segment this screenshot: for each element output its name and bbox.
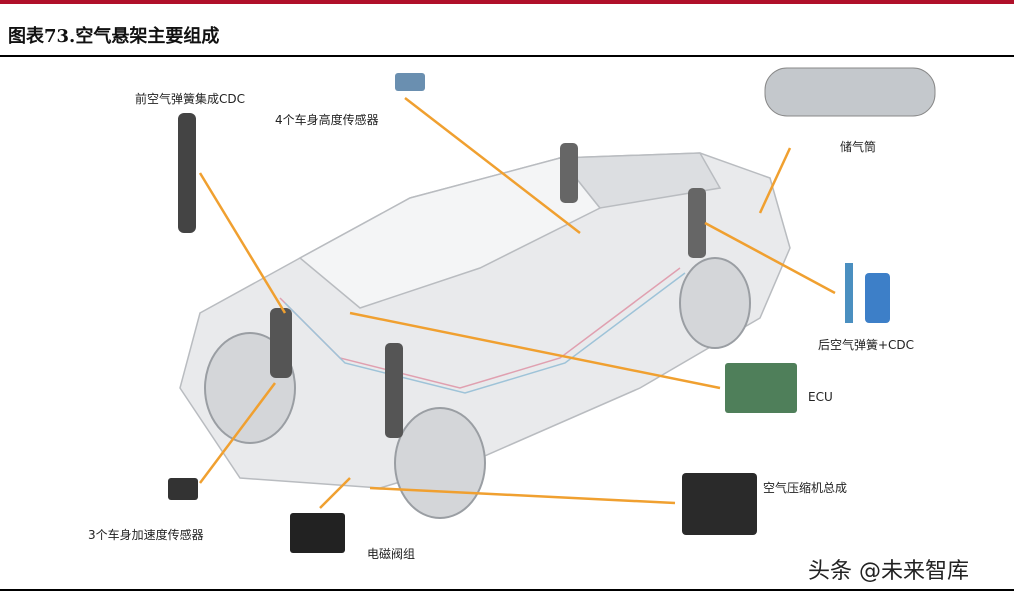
figure-title: 图表73.空气悬架主要组成 xyxy=(8,26,220,47)
label-valve-block: 电磁阀组 xyxy=(367,547,416,561)
car-body xyxy=(179,152,791,489)
air-lines xyxy=(279,267,686,394)
label-height-sensor: 4个车身高度传感器 xyxy=(275,113,379,127)
label-compressor: 空气压缩机总成 xyxy=(763,481,848,495)
title-divider xyxy=(0,55,1014,57)
watermark: 头条 @未来智库 xyxy=(808,559,969,584)
bottom-divider xyxy=(0,589,1014,591)
label-accel-sensor: 3个车身加速度传感器 xyxy=(88,528,204,542)
air-suspension-car-illustration xyxy=(168,67,936,553)
leader-lines xyxy=(198,97,836,509)
header-accent-bar xyxy=(0,0,1014,4)
component-images xyxy=(168,67,936,553)
label-air-reservoir: 储气筒 xyxy=(840,140,877,154)
label-rear-air-spring: 后空气弹簧+CDC xyxy=(818,338,915,352)
label-front-air-spring: 前空气弹簧集成CDC xyxy=(135,92,245,106)
label-ecu: ECU xyxy=(808,390,833,404)
